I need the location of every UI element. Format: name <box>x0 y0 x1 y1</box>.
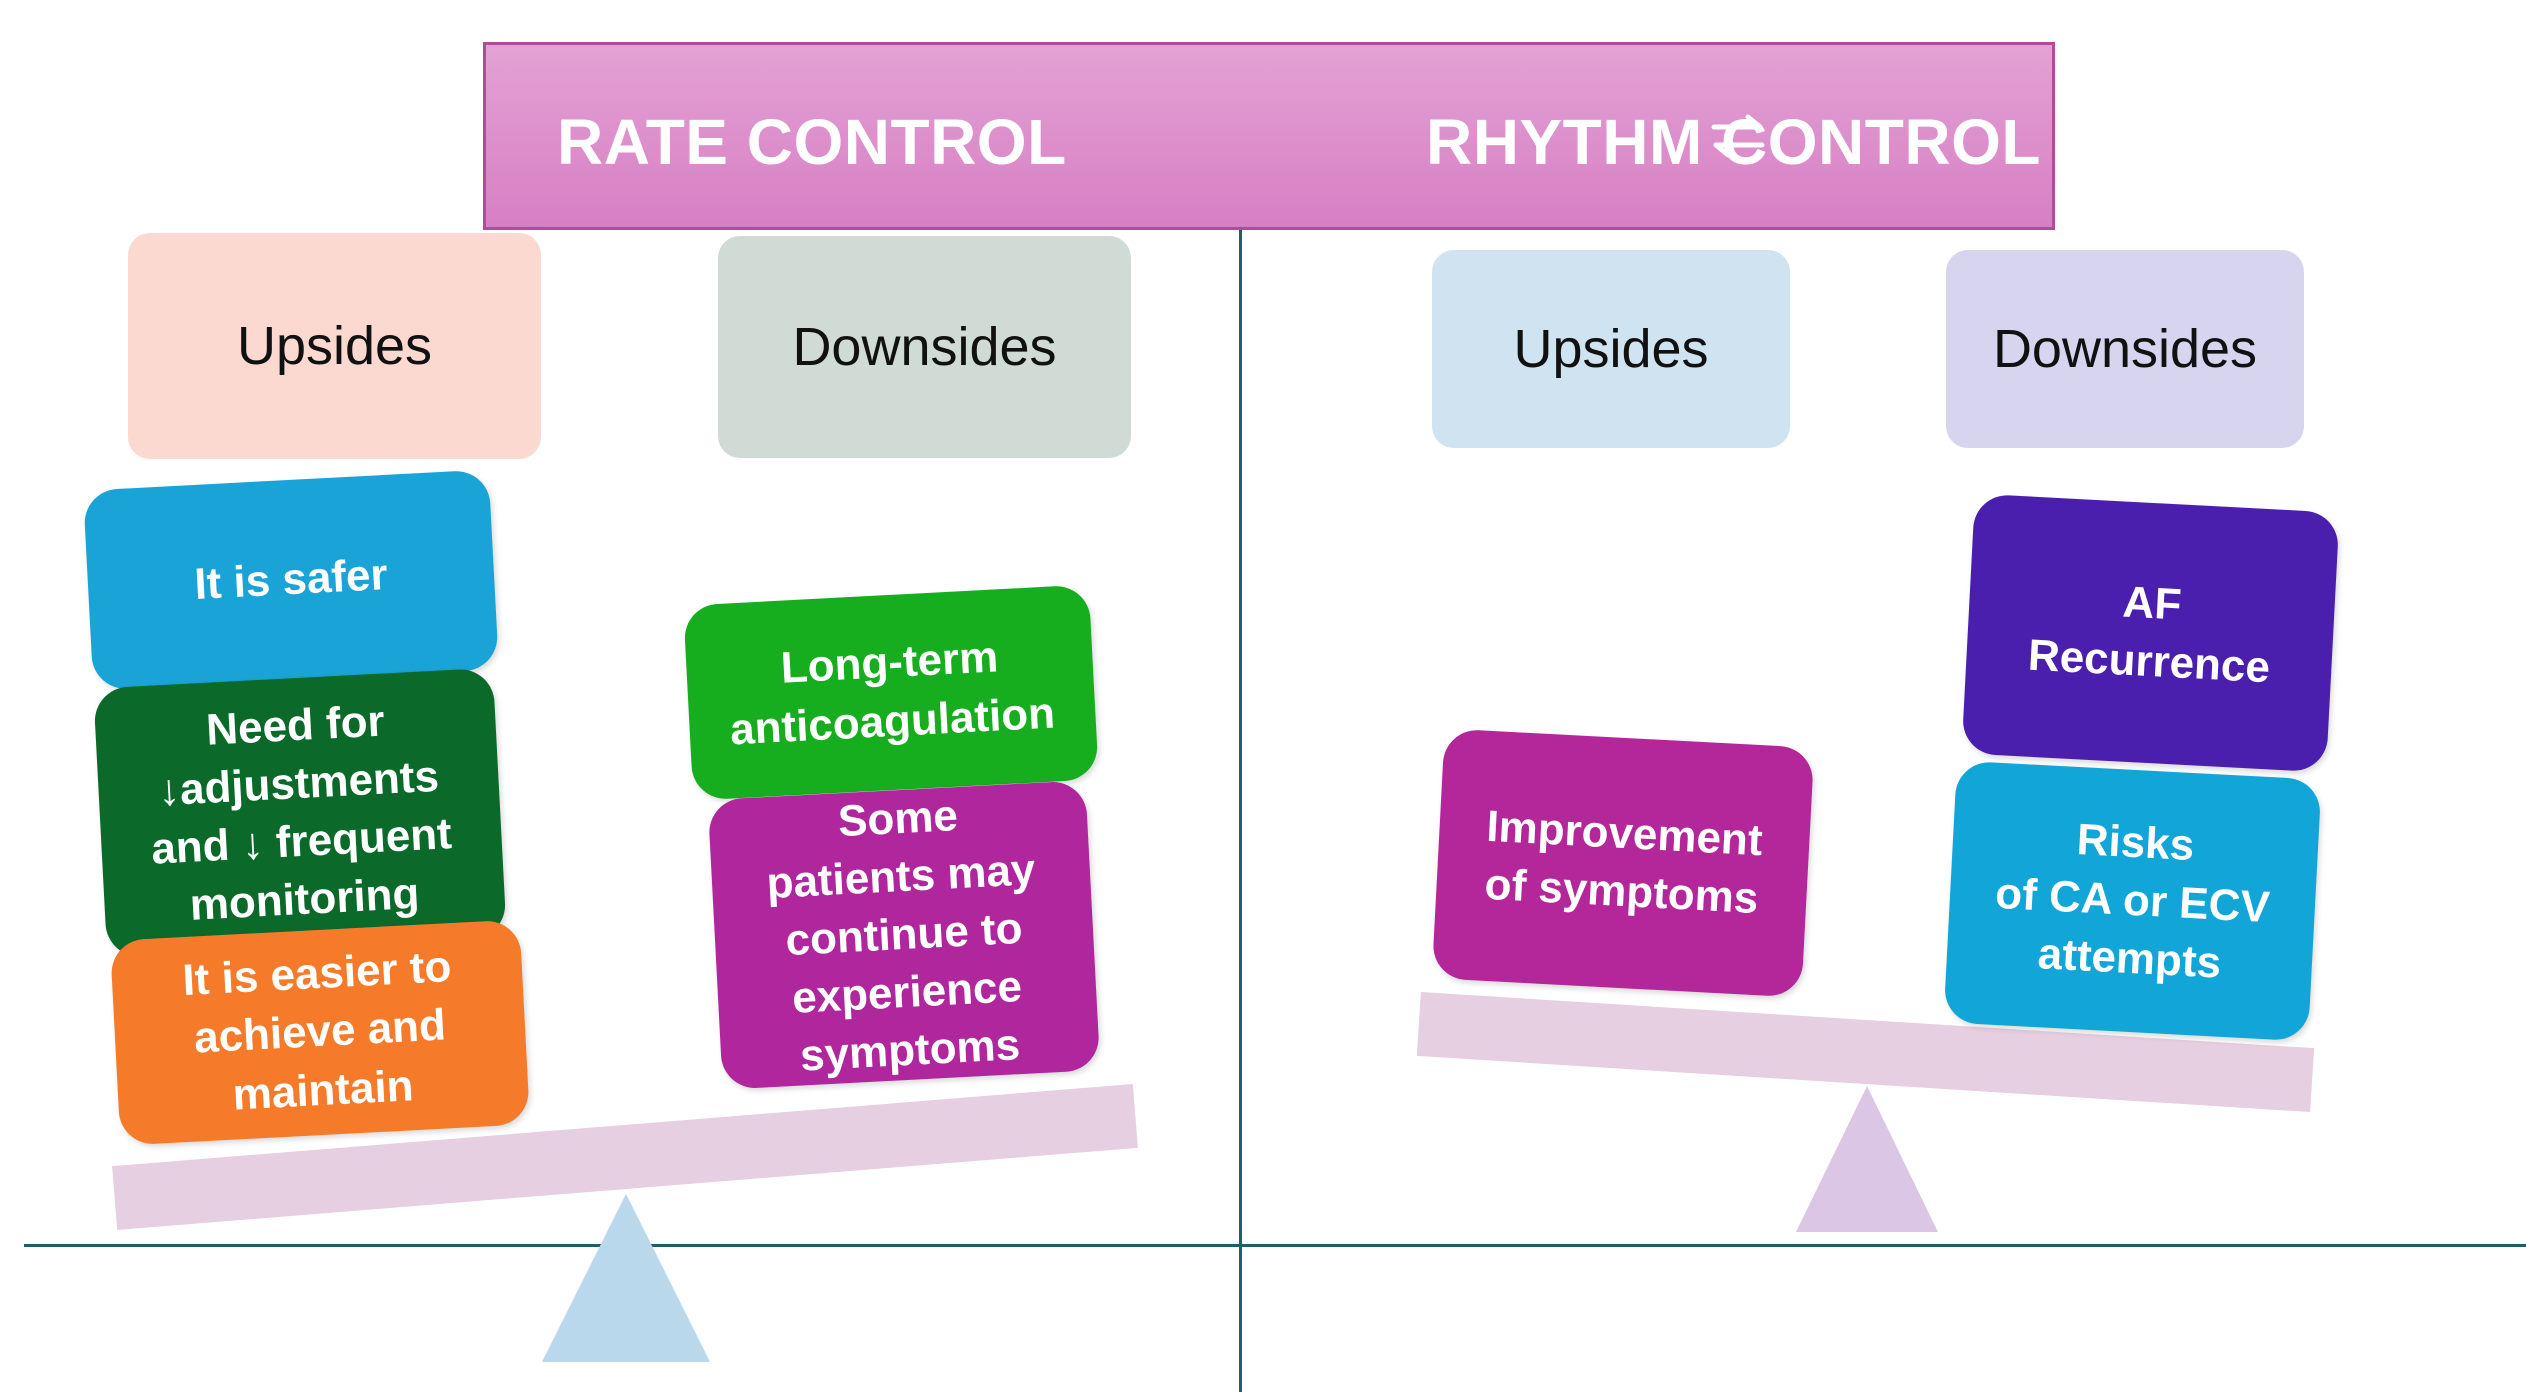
card-af-recurrence: AF Recurrence <box>1961 493 2340 773</box>
card-it-is-safer: It is safer <box>83 469 499 691</box>
rhythm-downsides-label: Downsides <box>1992 319 2258 379</box>
rhythm-downsides-header: Downsides <box>1946 250 2304 448</box>
rate-downsides-header: Downsides <box>718 236 1131 458</box>
horizontal-baseline <box>24 1244 2526 1247</box>
card-symptoms-may-continue: Some patients may continue to experience… <box>707 780 1101 1090</box>
card-improvement-of-symptoms: Improvement of symptoms <box>1431 728 1815 998</box>
rhythm-upsides-header: Upsides <box>1432 250 1790 448</box>
left-right-arrows-icon <box>1711 114 1765 158</box>
vertical-divider <box>1239 230 1242 1392</box>
rate-upsides-header: Upsides <box>128 233 541 459</box>
rate-upsides-label: Upsides <box>236 316 433 376</box>
rhythm-upsides-label: Upsides <box>1513 319 1709 379</box>
card-easier-to-achieve: It is easier to achieve and maintain <box>109 919 531 1146</box>
header-banner: RATE CONTROL RHYTHM CONTROL <box>483 42 2055 230</box>
rhythm-control-title: RHYTHM CONTROL <box>1426 106 2041 178</box>
rate-downsides-label: Downsides <box>792 317 1057 377</box>
rate-control-title: RATE CONTROL <box>557 106 1067 178</box>
card-risks-ca-ecv: Risks of CA or ECV attempts <box>1943 760 2322 1042</box>
rate-seesaw-fulcrum <box>542 1194 710 1362</box>
card-long-term-anticoagulation: Long-term anticoagulation <box>683 584 1099 801</box>
rhythm-seesaw-fulcrum <box>1796 1086 1938 1232</box>
card-need-for-adjustments: Need for ↓adjustments and ↓ frequent mon… <box>93 667 507 959</box>
